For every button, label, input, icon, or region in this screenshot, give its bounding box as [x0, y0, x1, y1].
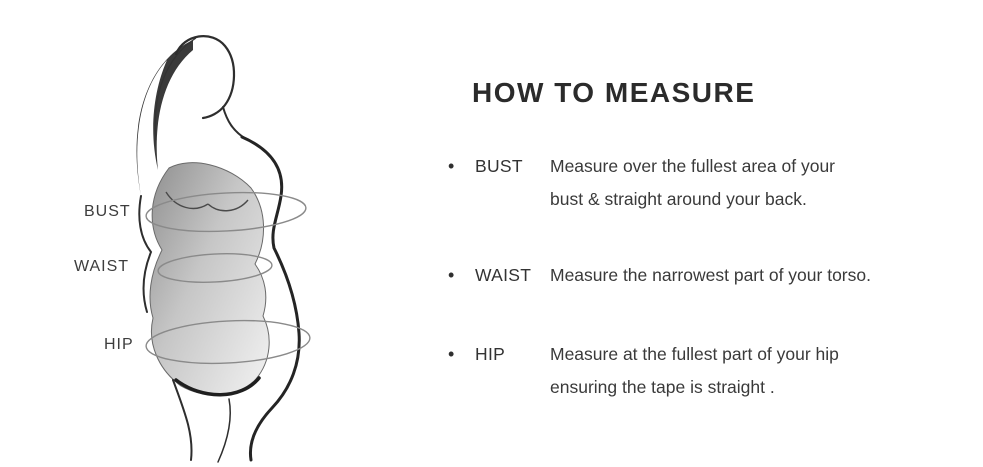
list-item-waist: • WAIST Measure the narrowest part of yo…: [448, 259, 958, 292]
bullet-marker: •: [448, 344, 455, 364]
item-description-waist: Measure the narrowest part of your torso…: [550, 259, 958, 292]
list-item-bust: • BUST Measure over the fullest area of …: [448, 150, 958, 216]
description-line: Measure at the fullest part of your hip: [550, 344, 839, 364]
list-item-hip: • HIP Measure at the fullest part of you…: [448, 338, 958, 404]
hair-stroke: [136, 40, 193, 196]
hair-strand: [154, 37, 197, 141]
right-body-outline: [240, 135, 301, 462]
waist-tape-ellipse: [157, 253, 273, 283]
woman-silhouette-illustration: [136, 35, 311, 463]
head-outline: [174, 35, 236, 120]
item-term-bust: BUST: [475, 156, 523, 176]
description-line: Measure the narrowest part of your torso…: [550, 265, 871, 285]
left-body-outline: [138, 195, 153, 313]
inner-leg-line: [217, 398, 232, 463]
figure-label-waist: WAIST: [74, 258, 130, 275]
item-description-bust: Measure over the fullest area of your bu…: [550, 150, 958, 216]
bullet-marker: •: [448, 265, 455, 285]
bust-tape-ellipse: [145, 191, 307, 233]
item-term-hip: HIP: [475, 344, 506, 364]
measure-instruction-list: • BUST Measure over the fullest area of …: [448, 150, 958, 404]
description-line: Measure over the fullest area of your: [550, 156, 836, 176]
description-line: bust & straight around your back.: [550, 189, 807, 209]
neck-line: [222, 106, 247, 140]
bullet-marker: •: [448, 156, 455, 176]
dress-hem: [174, 376, 261, 397]
bust-contour: [165, 191, 249, 212]
figure-label-bust: BUST: [84, 203, 131, 220]
item-description-hip: Measure at the fullest part of your hip …: [550, 338, 958, 404]
description-line: ensuring the tape is straight .: [550, 377, 775, 397]
hip-tape-ellipse: [145, 319, 311, 365]
left-leg-line: [172, 379, 193, 461]
page-title: HOW TO MEASURE: [472, 76, 756, 108]
measurement-figure-area: BUST WAIST HIP: [0, 0, 430, 467]
item-term-waist: WAIST: [475, 265, 532, 285]
figure-label-hip: HIP: [104, 336, 134, 353]
